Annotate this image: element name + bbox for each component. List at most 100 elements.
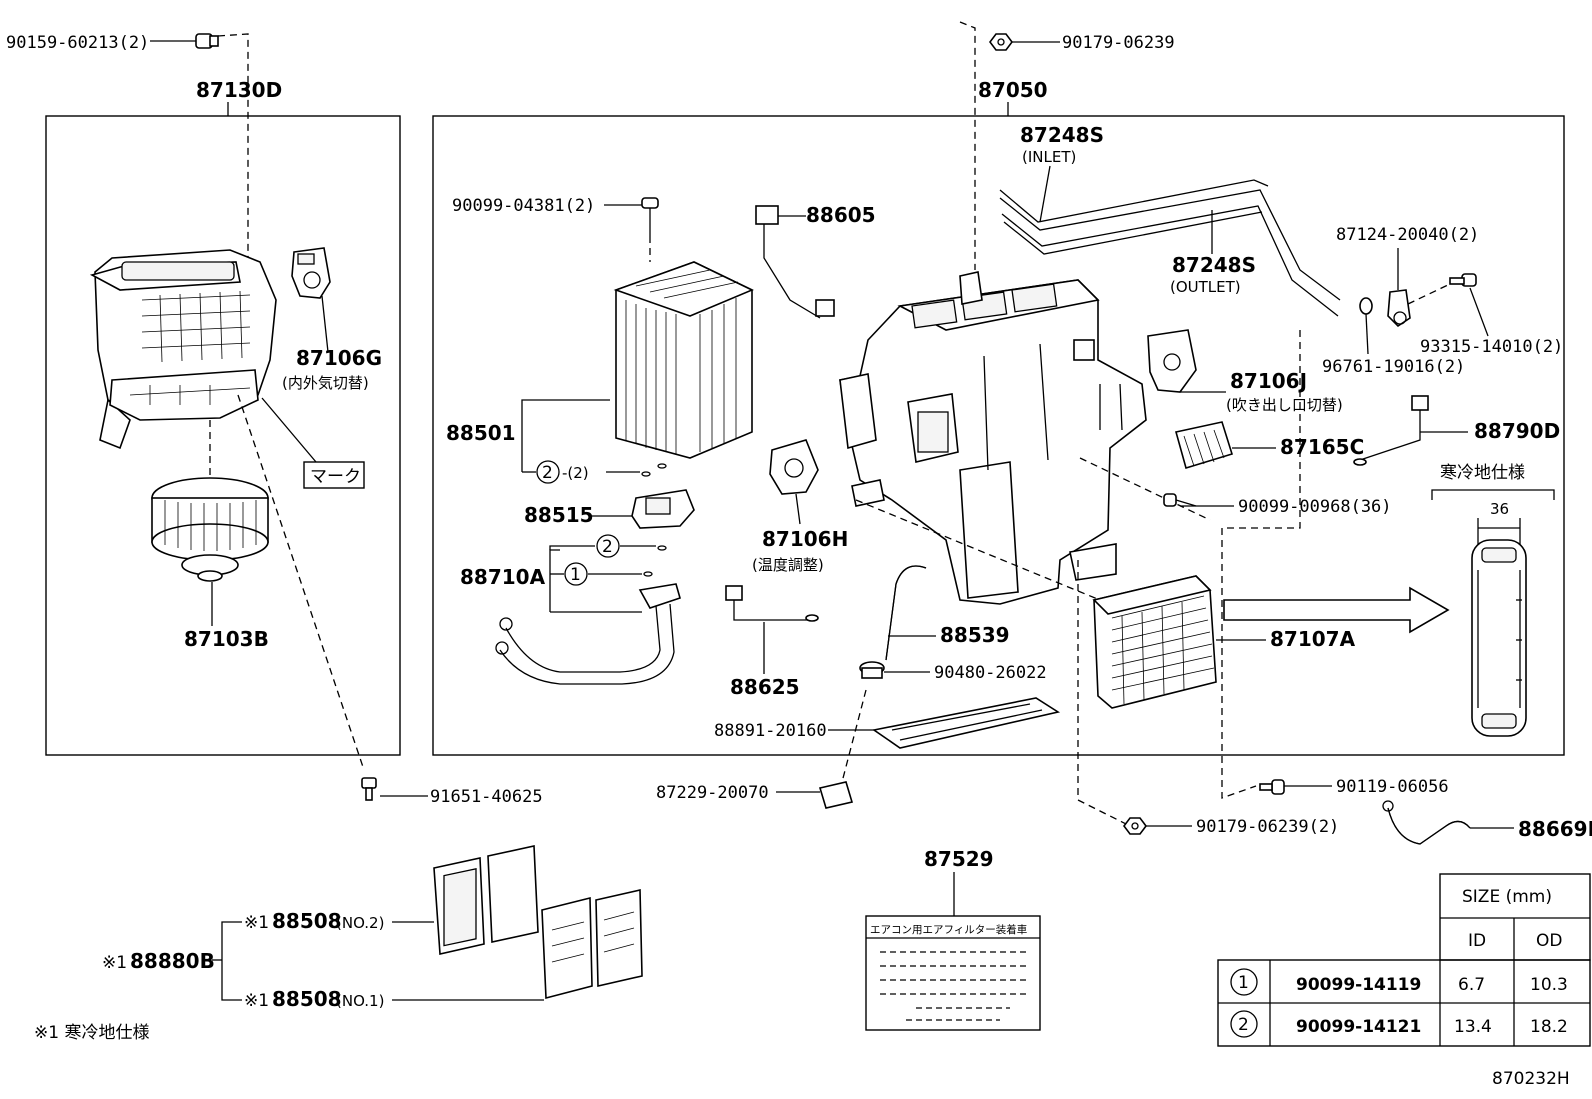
- pipe-87248S-icon: [999, 179, 1341, 317]
- thermistor-88625-icon: [725, 585, 819, 622]
- label-87106J: 87106J: [1230, 369, 1307, 393]
- size-row-id: 6.7: [1458, 975, 1485, 995]
- liquid-tube-88710A-icon: [495, 583, 681, 685]
- label-93315: 93315-14010(2): [1420, 337, 1563, 357]
- screw-93315-icon: [1449, 273, 1477, 287]
- label-88625: 88625: [730, 675, 800, 699]
- label-88508-no2-note: (NO.2): [336, 914, 384, 932]
- air-filter-no1-icon: [541, 889, 643, 1000]
- clip-87229-icon: [818, 781, 854, 809]
- label-91651: 91651-40625: [430, 787, 543, 807]
- label-87106G: 87106G: [296, 346, 382, 370]
- screw-90119-icon: [1259, 779, 1285, 795]
- size-table-col-id: ID: [1468, 931, 1486, 951]
- heater-core-cold-spec-icon: [1471, 539, 1527, 737]
- screw-90099-04381-icon: [641, 197, 659, 236]
- label-88669B: 88669B: [1518, 817, 1592, 841]
- sensor-88790D-icon: [1353, 395, 1429, 466]
- label-88539: 88539: [940, 623, 1010, 647]
- label-87248S-inlet-note: (INLET): [1022, 148, 1076, 166]
- label-96761: 96761-19016(2): [1322, 357, 1465, 377]
- size-table-row: 2 90099-14121 13.4 18.2: [1230, 1010, 1568, 1038]
- resistor-87165C-icon: [1175, 421, 1234, 470]
- clamp-87124-icon: [1387, 289, 1411, 328]
- caution-label-87529-icon: [865, 915, 1041, 1031]
- label-90480: 90480-26022: [934, 663, 1047, 683]
- size-row-mark: 2: [1238, 1015, 1249, 1035]
- size-row-part: 90099-14119: [1296, 975, 1421, 995]
- label-87130D: 87130D: [196, 78, 282, 102]
- label-88891: 88891-20160: [714, 721, 827, 741]
- label-sticker-title: エアコン用エアフィルター装着車: [870, 923, 1027, 936]
- label-footnote: ※1 寒冷地仕様: [34, 1023, 149, 1043]
- label-88515: 88515: [524, 503, 594, 527]
- circle-2-88710A-icon: [596, 534, 620, 558]
- circle-1-88710A-icon: [564, 562, 588, 586]
- label-87107A: 87107A: [1270, 627, 1356, 651]
- label-88508-no1-note: (NO.1): [336, 992, 384, 1010]
- label-87124: 87124-20040(2): [1336, 225, 1479, 245]
- label-87248S-outlet: 87248S: [1172, 253, 1256, 277]
- label-90179-bottom: 90179-06239(2): [1196, 817, 1339, 837]
- label-88501-circle: 2: [542, 463, 553, 483]
- label-dim-36: 36: [1490, 500, 1509, 518]
- label-88880B: 88880B: [130, 949, 215, 973]
- label-87106H: 87106H: [762, 527, 848, 551]
- label-88501-qty: -(2): [562, 464, 589, 482]
- label-90179-top: 90179-06239: [1062, 33, 1175, 53]
- label-90099-04381: 90099-04381(2): [452, 196, 595, 216]
- label-88508-no2: 88508: [272, 909, 342, 933]
- size-row-part: 90099-14121: [1296, 1017, 1421, 1037]
- heater-unit-case-icon: [839, 271, 1147, 605]
- label-87106H-note: (温度調整): [752, 556, 824, 574]
- screw-91651-icon: [361, 777, 377, 801]
- hose-88669B-icon: [1382, 800, 1471, 845]
- label-88605: 88605: [806, 203, 876, 227]
- label-cold-spec: 寒冷地仕様: [1440, 463, 1525, 483]
- size-row-od: 18.2: [1530, 1017, 1568, 1037]
- size-row-mark: 1: [1238, 973, 1249, 993]
- label-87229: 87229-20070: [656, 783, 769, 803]
- size-row-id: 13.4: [1454, 1017, 1492, 1037]
- blower-assembly-frame: [45, 115, 401, 756]
- label-87106G-note: (内外気切替): [282, 374, 369, 392]
- heater-core-87107A-icon: [1092, 575, 1217, 709]
- nut-90179-bottom-icon: [1123, 817, 1147, 835]
- label-88880B-mark: ※1: [102, 953, 127, 973]
- label-88501: 88501: [446, 421, 516, 445]
- expansion-valve-88515-icon: [631, 489, 695, 529]
- filter-tray-88891-icon: [871, 697, 1061, 749]
- label-90099-00968: 90099-00968(36): [1238, 497, 1392, 517]
- label-88710A: 88710A: [460, 565, 546, 589]
- size-table-row: 1 90099-14119 6.7 10.3: [1230, 968, 1568, 996]
- arrow-right-icon: [1223, 586, 1450, 634]
- screw-90159-icon: [195, 33, 219, 49]
- label-mark: マーク: [310, 467, 361, 487]
- label-88508-no1-mark: ※1: [244, 991, 269, 1011]
- size-table-header: SIZE (mm): [1462, 887, 1552, 907]
- blower-case-icon: [89, 249, 277, 450]
- drawing-number: 870232H: [1492, 1069, 1570, 1089]
- size-table-col-od: OD: [1536, 931, 1562, 951]
- label-87106J-note: (吹き出し口切替): [1226, 396, 1343, 414]
- o-ring-96761-icon: [1359, 297, 1373, 315]
- drain-hose-88539-icon: [885, 565, 927, 661]
- sensor-88605-icon: [755, 205, 835, 319]
- screw-90099-00968-icon: [1163, 493, 1197, 507]
- size-table: [1217, 873, 1591, 1047]
- blower-motor-87103B-icon: [151, 477, 269, 582]
- label-88790D: 88790D: [1474, 419, 1560, 443]
- label-90159: 90159-60213(2): [6, 33, 149, 53]
- label-87050: 87050: [978, 78, 1048, 102]
- label-88508-no2-mark: ※1: [244, 913, 269, 933]
- label-88710A-c1: 1: [570, 565, 581, 585]
- evaporator-88501-icon: [613, 261, 754, 459]
- size-row-od: 10.3: [1530, 975, 1568, 995]
- label-87248S-inlet: 87248S: [1020, 123, 1104, 147]
- air-filter-no2-icon: [433, 845, 539, 955]
- label-87248S-outlet-note: (OUTLET): [1170, 278, 1241, 296]
- label-87529: 87529: [924, 847, 994, 871]
- servo-87106G-icon: [291, 247, 331, 299]
- mark-label-box: [303, 461, 365, 489]
